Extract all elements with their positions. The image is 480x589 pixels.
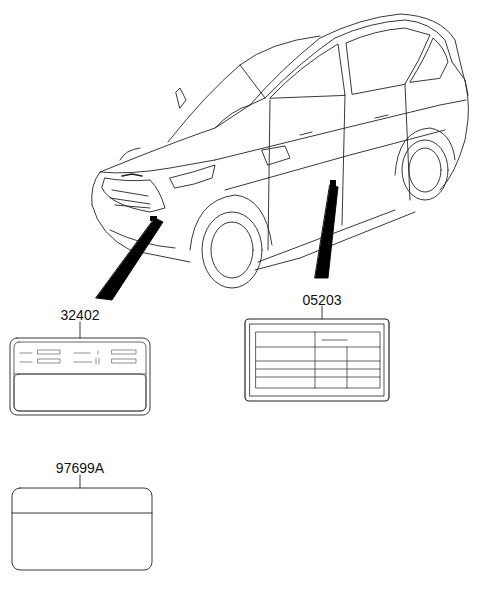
callout-number: 97699A: [56, 461, 104, 475]
callout-number: 32402: [61, 308, 100, 322]
callout-number: 05203: [303, 293, 342, 307]
